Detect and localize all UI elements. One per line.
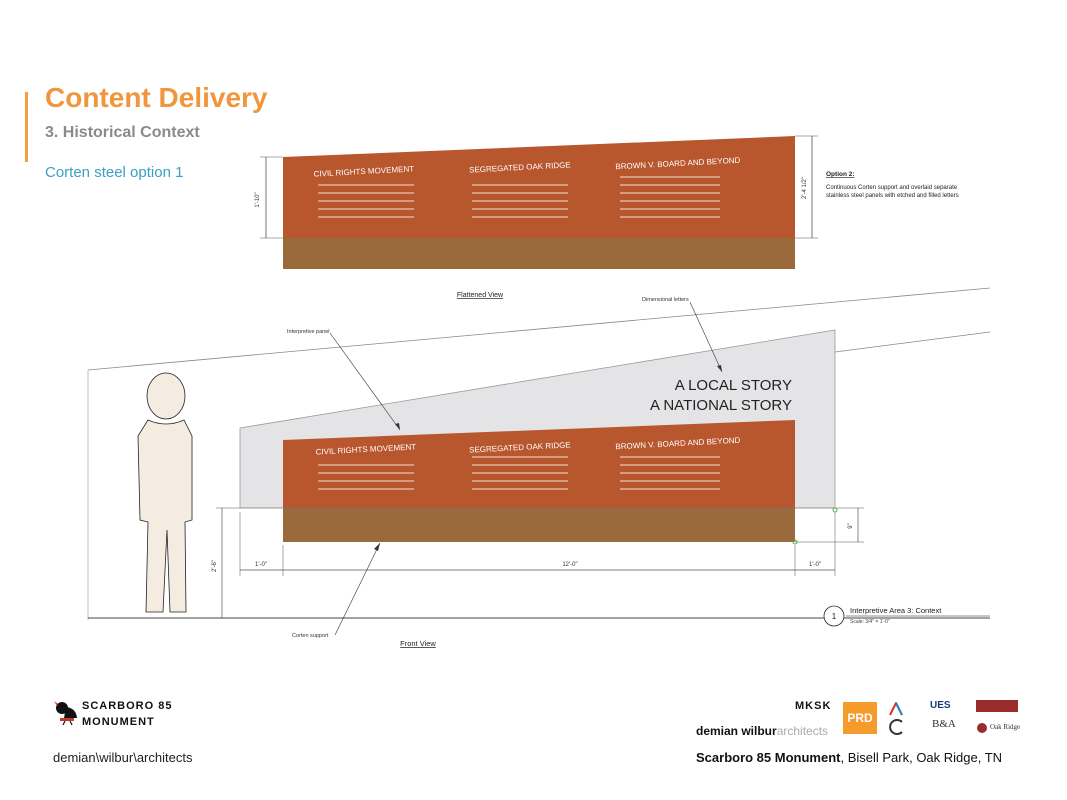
scarboro-bird-icon [52,698,80,731]
page-title: Content Delivery [45,82,268,113]
front-dim-center: 12'-0" [562,562,577,568]
partner-dw-light: architects [776,724,829,738]
partner-oak-ridge-seal-icon [976,722,988,736]
accent-bar [25,92,28,162]
option2-note-line2: stainless steel panels with etched and f… [826,193,959,199]
flattened-view: CIVIL RIGHTS MOVEMENT SEGREGATED OAK RID… [255,135,959,299]
partner-a-icon [888,700,910,718]
slope-line-lower [834,331,991,353]
headline-national-story: A NATIONAL STORY [650,397,792,414]
flattened-text-block-3 [620,174,720,222]
partner-dw-bold: demian wilbur [696,724,777,738]
front-text-block-3 [620,454,720,492]
callout-corten-support: Corten support [292,633,329,639]
project-info: Scarboro 85 Monument, Bisell Park, Oak R… [696,750,1002,765]
flattened-base [283,238,795,269]
front-dim-base: 9" [848,523,854,528]
front-dim-left: 1'-0" [255,562,267,568]
headline-local-story: A LOCAL STORY [675,377,792,394]
partner-wildcat-badge [976,700,1018,712]
flattened-text-block-2 [472,178,568,222]
front-view-label: Front View [400,639,436,648]
front-text-block-2 [472,456,568,492]
flattened-dim-left: 1'-10" [255,192,261,207]
detail-title: Interpretive Area 3: Context [850,606,942,615]
flattened-text-block-1 [318,178,414,222]
partner-c-icon [888,718,906,738]
option2-title: Option 2: [826,171,855,178]
partner-ba: B&A [932,718,956,730]
firm-name: demian\wilbur\architects [53,750,193,765]
front-dim-right: 1'-0" [809,562,821,568]
front-dim-height: 2'-6" [212,560,218,572]
logo-line2: MONUMENT [82,716,155,728]
page-subtitle: 3. Historical Context [45,124,200,141]
front-view: CIVIL RIGHTS MOVEMENT SEGREGATED OAK RID… [87,287,991,648]
front-corten-support [283,508,795,542]
partner-demian-wilbur: demian wilburarchitects [696,724,828,738]
option-label: Corten steel option 1 [45,164,184,181]
flattened-dim-right: 2'-4 1/2" [802,177,808,199]
option2-note-line1: Continuous Corten support and overlaid s… [826,185,958,191]
partner-oak-ridge: Oak Ridge [990,723,1021,731]
human-scale-figure [137,372,193,613]
project-location: , Bisell Park, Oak Ridge, TN [840,750,1003,765]
callout-dimensional-letters: Dimensional letters [642,297,689,303]
logo-line1: SCARBORO 85 [82,700,173,712]
partner-prd: PRD [843,702,877,734]
detail-scale: Scale: 3/4" = 1'-0" [850,619,890,625]
front-text-block-1 [318,458,414,494]
callout-interpretive-panel: Interpretive panel [287,329,330,335]
partner-mksk: MKSK [795,700,832,712]
detail-marker [823,605,845,627]
flattened-view-label: Flattened View [457,292,504,299]
slope-line-upper [87,287,991,371]
detail-number: 1 [832,612,837,621]
partner-ues: UES [930,700,951,711]
project-name: Scarboro 85 Monument [696,750,841,765]
